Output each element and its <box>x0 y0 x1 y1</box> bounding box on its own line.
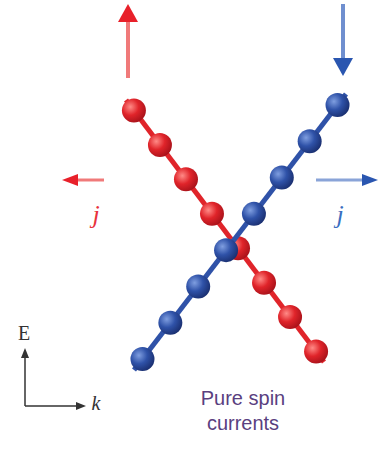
spin-down-arrow <box>341 4 345 64</box>
electron-state <box>148 133 172 157</box>
electron-state <box>214 238 238 262</box>
arrow-head <box>333 58 353 76</box>
current-label: j <box>92 200 99 230</box>
electron-state <box>326 93 350 117</box>
electron-state <box>242 202 266 226</box>
energy-axis <box>24 356 26 406</box>
arrow-head <box>118 4 138 22</box>
caption-text: Pure spin currents <box>173 386 313 436</box>
momentum-axis <box>25 405 78 407</box>
current-arrow <box>316 179 364 182</box>
current-label: j <box>336 200 343 230</box>
arrow-head <box>62 174 78 186</box>
electron-state <box>278 305 302 329</box>
spin-up-arrow <box>126 14 130 78</box>
electron-state <box>158 311 182 335</box>
band-lines <box>122 93 350 371</box>
current-arrow <box>74 179 104 182</box>
electron-state <box>174 167 198 191</box>
electron-state <box>252 271 276 295</box>
electron-state <box>270 166 294 190</box>
electron-state <box>200 202 224 226</box>
axis-label: k <box>92 392 101 415</box>
arrow-head <box>21 348 29 358</box>
band-line <box>134 94 346 370</box>
band-line <box>126 100 324 362</box>
arrow-head <box>76 402 86 410</box>
electron-state <box>298 129 322 153</box>
arrow-head <box>362 174 378 186</box>
electron-state <box>122 98 146 122</box>
electron-state <box>304 340 328 364</box>
axis-label: E <box>18 322 30 345</box>
electron-state <box>130 347 154 371</box>
electron-state <box>186 274 210 298</box>
